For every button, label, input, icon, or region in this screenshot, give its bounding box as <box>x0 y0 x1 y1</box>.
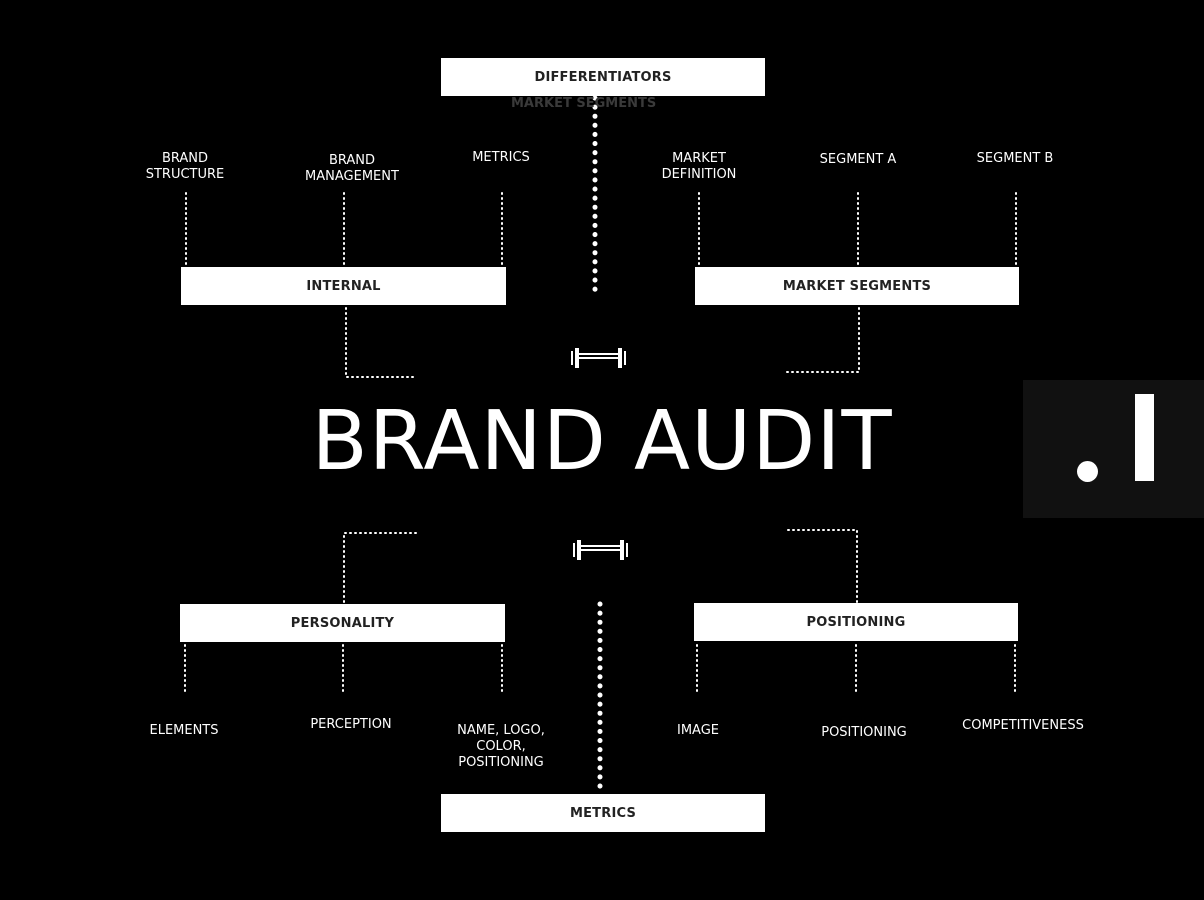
positioning-box: POSITIONING <box>694 603 1018 641</box>
internal-box: INTERNAL <box>181 267 506 305</box>
market-segments-box: MARKET SEGMENTS <box>695 267 1019 305</box>
label-name-logo-color-positioning: NAME, LOGO, COLOR, POSITIONING <box>457 723 545 770</box>
logo-bar <box>1135 394 1154 481</box>
connector-personality-elbow <box>343 532 417 603</box>
label-image: IMAGE <box>676 723 719 738</box>
label-positioning: POSITIONING <box>821 725 907 740</box>
dumbbell-icon <box>573 540 628 560</box>
page-title: BRAND AUDIT <box>311 394 893 489</box>
label-competitiveness: COMPETITIVENESS <box>962 718 1084 733</box>
label-market-definition: MARKET DEFINITION <box>661 151 737 182</box>
dumbbell-icon <box>571 348 626 368</box>
logo-dot <box>1077 461 1098 482</box>
label-perception: PERCEPTION <box>310 717 392 732</box>
connector-positioning-elbow <box>786 529 858 603</box>
personality-box: PERSONALITY <box>180 604 505 642</box>
label-elements: ELEMENTS <box>149 723 219 738</box>
connector-internal-elbow <box>345 307 417 378</box>
ghost-market-segments-text: MARKET SEGMENTS <box>511 96 657 111</box>
label-segment-b: SEGMENT B <box>976 151 1054 166</box>
label-metrics: METRICS <box>472 150 530 165</box>
label-segment-a: SEGMENT A <box>819 152 897 167</box>
label-brand-structure: BRAND STRUCTURE <box>145 151 225 182</box>
label-brand-management: BRAND MANAGEMENT <box>305 153 399 184</box>
connector-market-elbow <box>786 307 860 373</box>
metrics-box: METRICS <box>441 794 765 832</box>
dot-bar-logo-icon <box>1023 380 1204 518</box>
differentiators-box: DIFFERENTIATORS <box>441 58 765 96</box>
